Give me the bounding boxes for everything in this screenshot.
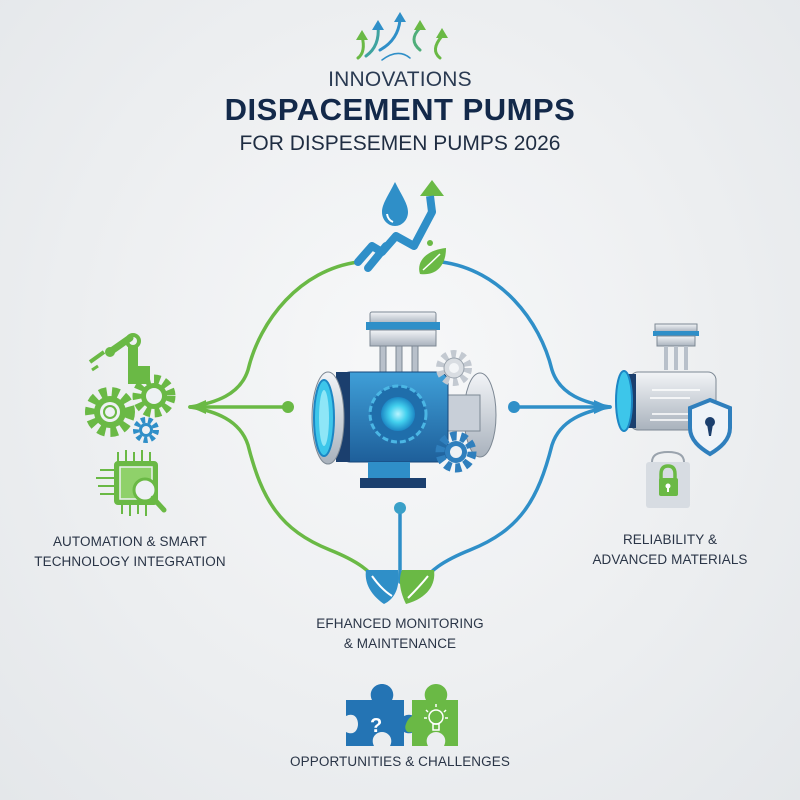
green-arrowhead: [190, 400, 206, 414]
bottom-connector-dot: [394, 502, 406, 514]
svg-text:?: ?: [370, 715, 382, 737]
node-monitoring-line1: EFHANCED MONITORING: [316, 616, 484, 631]
blue-connector-dot: [508, 401, 520, 413]
rising-arrows-icon: [356, 12, 448, 61]
pump-shield-icon: [615, 323, 732, 457]
header-subtitle: FOR DISPESEMEN PUMPS 2026: [239, 132, 561, 155]
blue-arrowhead: [594, 400, 610, 414]
node-automation-label: AUTOMATION & SMART TECHNOLOGY INTEGRATIO…: [20, 532, 240, 572]
circuit-chip-magnifier-icon: [96, 450, 167, 516]
gears-icon: [85, 374, 176, 443]
padlock-icon: [646, 450, 690, 508]
node-automation-line1: AUTOMATION & SMART: [52, 534, 208, 549]
green-connector-dot: [282, 401, 294, 413]
puzzle-question-icon: ?: [346, 684, 418, 746]
node-reliability-label: RELIABILITY & ADVANCED MATERIALS: [560, 530, 780, 570]
node-reliability-line2: ADVANCED MATERIALS: [592, 552, 748, 567]
node-opportunities-line1: OPPORTUNITIES & CHALLENGES: [290, 754, 510, 769]
node-opportunities-label: OPPORTUNITIES & CHALLENGES: [240, 752, 560, 772]
node-reliability-line1: RELIABILITY &: [622, 532, 718, 547]
water-drop-growth-arrow-icon: [354, 180, 446, 275]
robot-arm-icon: [88, 333, 150, 384]
page-title: DISPACEMENT PUMPS: [224, 92, 576, 127]
header-kicker: INNOVATIONS: [328, 68, 472, 91]
positive-displacement-pump-icon: [311, 311, 497, 488]
puzzle-lightbulb-icon: [405, 684, 458, 746]
leaves-icon: [365, 570, 435, 604]
node-monitoring-label: EFHANCED MONITORING & MAINTENANCE: [290, 614, 510, 654]
node-monitoring-line2: & MAINTENANCE: [343, 636, 457, 651]
node-automation-line2: TECHNOLOGY INTEGRATION: [34, 554, 226, 569]
